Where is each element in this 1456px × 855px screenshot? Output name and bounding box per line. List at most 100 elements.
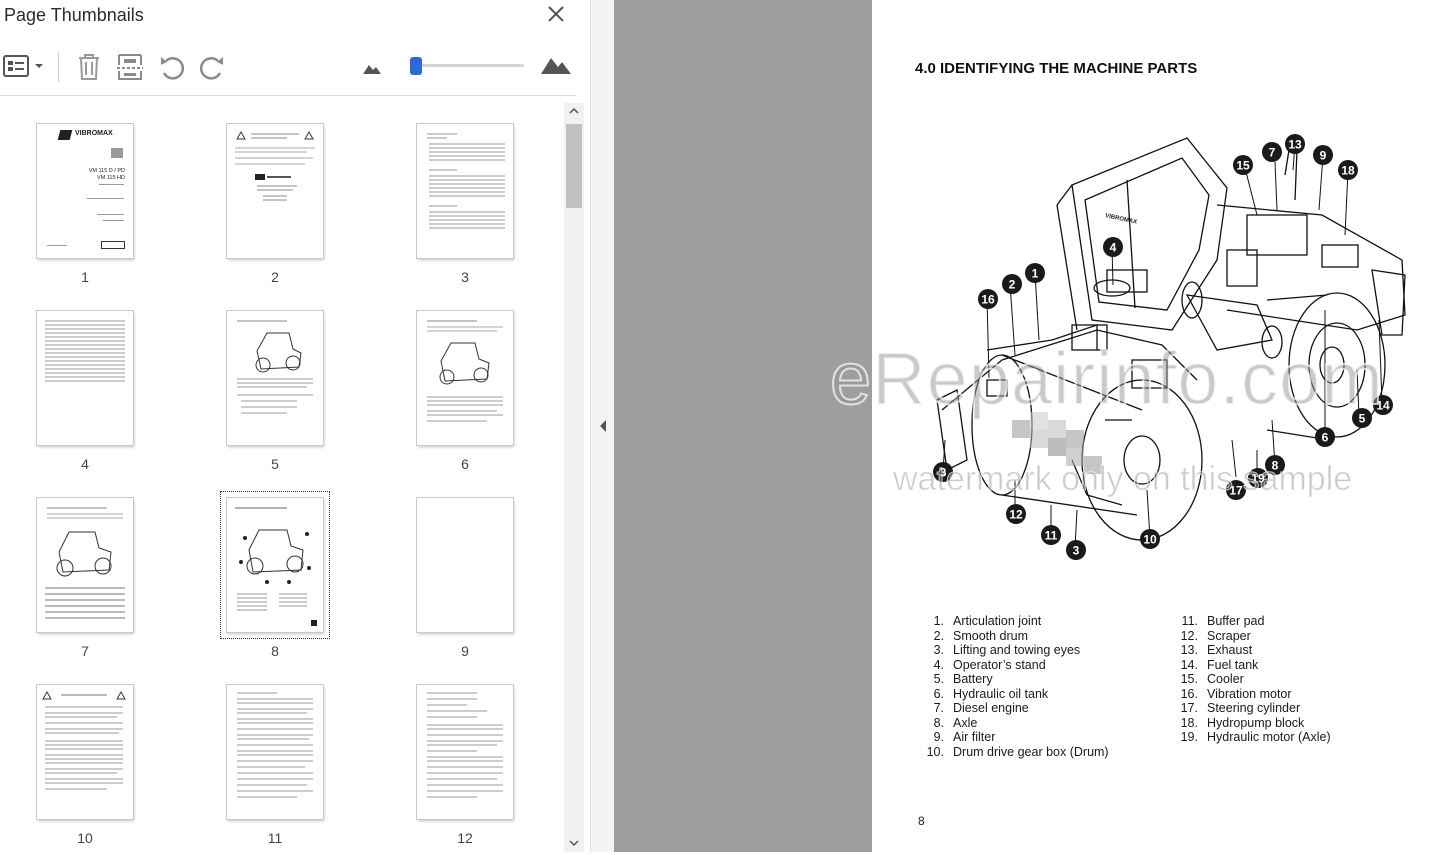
callout-label: 13 — [1288, 138, 1302, 152]
page-preview — [417, 124, 513, 258]
thumbnail-page-1[interactable]: VIBROMAX VM 115 D / PD VM 115 HD 1 — [0, 124, 190, 311]
zoom-out-thumbnails-button[interactable] — [362, 60, 382, 81]
page-number: 8 — [918, 814, 925, 828]
page-12-content — [427, 692, 503, 798]
callout-label: 2 — [1009, 278, 1016, 292]
callout-4: 4 — [1103, 237, 1123, 257]
callout-label: 11 — [1045, 529, 1058, 543]
callout-18: 18 — [1338, 160, 1358, 180]
callout-label: 16 — [981, 293, 995, 307]
thumbnail-page-5[interactable]: 5 — [190, 311, 380, 498]
page-preview — [417, 311, 513, 445]
cover-model-1: VM 115 D / PD — [88, 168, 125, 174]
delete-pages-button[interactable] — [76, 52, 102, 87]
page-preview — [417, 685, 513, 819]
thumbnail-page-3[interactable]: 3 — [380, 124, 564, 311]
thumbnails-toolbar — [0, 40, 576, 96]
cab-outline — [1071, 137, 1228, 331]
page-preview — [37, 311, 133, 445]
page-preview: VIBROMAX VM 115 D / PD VM 115 HD — [37, 124, 133, 258]
page-preview — [37, 498, 133, 632]
cover-model-2: VM 115 HD — [96, 175, 125, 181]
callout-11: 11 — [1041, 525, 1061, 545]
page-preview — [37, 685, 133, 819]
callout-7: 7 — [1262, 142, 1282, 162]
collapse-pane-button[interactable] — [598, 418, 608, 434]
thumbnail-page-9[interactable]: 9 — [380, 498, 564, 685]
callout-label: 6 — [1322, 431, 1329, 445]
page-preview — [227, 498, 323, 632]
callout-label: 7 — [1269, 146, 1276, 160]
cab-window — [1084, 157, 1210, 311]
extract-pages-button[interactable] — [116, 52, 144, 87]
callout-label: 10 — [1143, 533, 1157, 547]
pixelated-patch — [1012, 412, 1102, 474]
rear-body — [1216, 204, 1406, 331]
thumbnail-page-10[interactable]: 10 — [0, 685, 190, 852]
thumbnail-size-slider-handle[interactable] — [409, 57, 422, 75]
thumbnail-size-slider-track[interactable] — [410, 64, 524, 67]
callout-label: 19 — [1251, 472, 1265, 486]
callout-label: 9 — [1320, 149, 1327, 163]
callout-label: 8 — [1272, 459, 1279, 473]
callout-19: 19 — [1248, 468, 1268, 488]
thumbnail-label: 8 — [271, 643, 279, 659]
thumbnail-page-4[interactable]: 4 — [0, 311, 190, 498]
scrollbar-thumb[interactable] — [566, 124, 582, 208]
thumbnail-page-2[interactable]: 2 — [190, 124, 380, 311]
callout-1: 1 — [1025, 263, 1045, 283]
scroll-up-button[interactable] — [568, 104, 580, 118]
thumbnail-label: 5 — [271, 456, 279, 472]
thumbnail-label: 6 — [461, 456, 469, 472]
thumbnail-page-11[interactable]: 11 — [190, 685, 380, 852]
rotate-right-button[interactable] — [198, 53, 226, 86]
watermark-main: eRepairinfo.com — [829, 336, 1384, 421]
thumbnail-page-12[interactable]: 12 — [380, 685, 564, 852]
thumbnail-label: 1 — [81, 269, 89, 285]
document-canvas-background — [614, 0, 872, 852]
thumbnail-page-8-selected[interactable]: 8 — [190, 491, 380, 685]
cover-logo — [111, 148, 123, 158]
page-6-content — [427, 320, 503, 422]
callout-14: 14 — [1373, 395, 1393, 415]
large-mountain-icon — [541, 58, 571, 74]
thumbnail-label: 3 — [461, 269, 469, 285]
options-menu-button[interactable] — [2, 53, 46, 84]
cover-brand: VIBROMAX — [75, 130, 113, 137]
rotate-left-button[interactable] — [158, 53, 186, 86]
toolbar-separator — [58, 52, 59, 82]
section-heading: 4.0 IDENTIFYING THE MACHINE PARTS — [915, 60, 1198, 77]
page-preview-blank — [417, 498, 513, 632]
callout-6: 6 — [1315, 427, 1335, 447]
machine-parts-diagram: 1 2 3 4 5 6 7 8 9 10 11 12 13 14 15 16 1… — [933, 134, 1406, 560]
page-3-toc-content — [427, 133, 505, 229]
pane-header: Page Thumbnails — [0, 0, 590, 36]
thumbnail-grid: VIBROMAX VM 115 D / PD VM 115 HD 1 — [0, 97, 564, 852]
thumbnail-label: 4 — [81, 456, 89, 472]
thumbnail-label: 12 — [457, 830, 473, 846]
thumbnail-page-6[interactable]: 6 — [380, 311, 564, 498]
thumbnail-scrollbar[interactable] — [564, 103, 584, 852]
page-4-toc-content — [45, 320, 125, 382]
watermark-sub: watermark only on this sample — [892, 460, 1353, 499]
rotate-ccw-icon — [161, 57, 185, 80]
page-preview — [227, 685, 323, 819]
callout-2: 2 — [1002, 274, 1022, 294]
callout-17: 17 — [1226, 480, 1246, 500]
callout-12: 12 — [1006, 504, 1026, 524]
document-page: 4.0 IDENTIFYING THE MACHINE PARTS — [872, 0, 1456, 852]
callout-label: 15 — [1236, 159, 1250, 173]
chevron-down-icon — [569, 840, 579, 847]
list-options-icon — [3, 55, 43, 77]
page-thumbnails-pane: Page Thumbnails — [0, 0, 590, 852]
close-icon — [548, 6, 564, 22]
engine-block — [1246, 214, 1308, 256]
thumbnail-label: 10 — [77, 830, 93, 846]
callout-13: 13 — [1285, 134, 1305, 154]
rotate-cw-icon — [199, 57, 223, 80]
zoom-in-thumbnails-button[interactable] — [540, 54, 572, 81]
scroll-down-button[interactable] — [568, 836, 580, 850]
thumbnail-page-7[interactable]: 7 — [0, 498, 190, 685]
callout-label: 3 — [1073, 544, 1080, 558]
close-pane-button[interactable] — [544, 2, 568, 26]
